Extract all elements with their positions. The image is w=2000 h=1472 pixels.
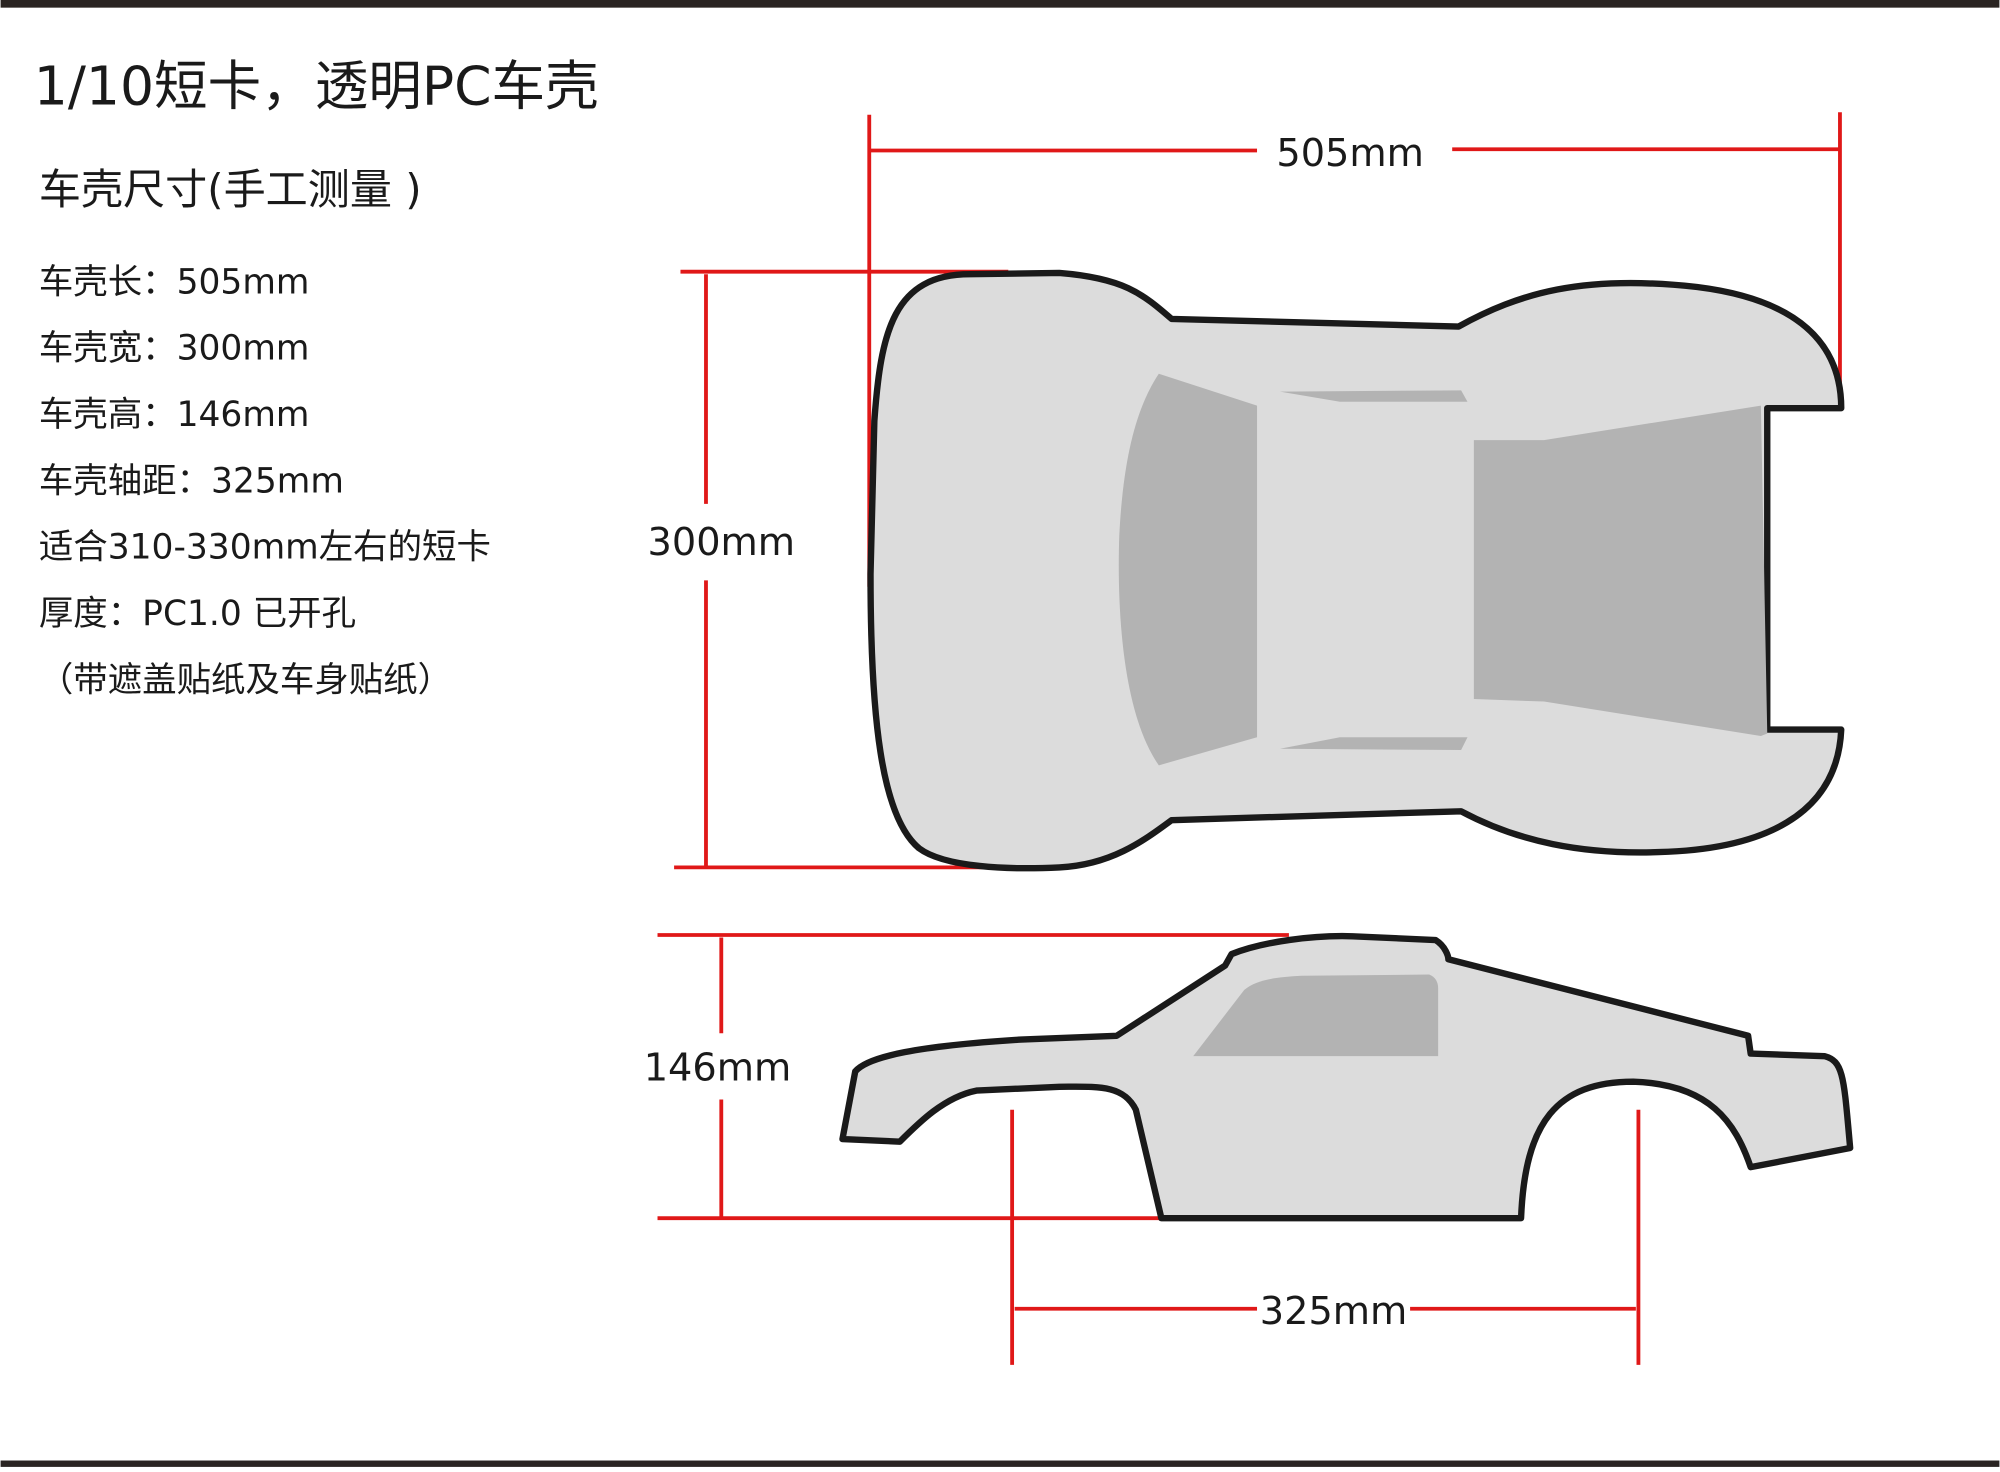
spec-wheelbase: 车壳轴距：325mm [39,461,344,501]
car-side-view [839,932,1854,1222]
wheelbase-label: 325mm [1260,1289,1408,1334]
side-window [1193,974,1439,1057]
spec-length: 车壳长：505mm [39,262,310,302]
rear-bed [1473,405,1768,736]
spec-list: 车壳长：505mm 车壳宽：300mm 车壳高：146mm 车壳轴距：325mm… [39,262,491,700]
height-dimension: 146mm [644,933,1289,1221]
spec-stickers: （带遮盖贴纸及车身贴纸） [39,660,452,700]
bottom-border [0,1460,2000,1467]
width-dimension: 300mm [648,269,1022,870]
top-border [0,0,2000,8]
length-label: 505mm [1276,131,1424,176]
page-title: 1/10短卡，透明PC车壳 [34,55,599,118]
spec-width: 车壳宽：300mm [39,329,310,369]
spec-fit: 适合310-330mm左右的短卡 [39,528,491,568]
car-top-view [867,269,1845,872]
length-dimension: 505mm [867,112,1842,587]
windshield [1118,373,1258,766]
width-label: 300mm [648,520,796,565]
wheelbase-dimension: 325mm [1010,1109,1641,1365]
height-label: 146mm [644,1045,792,1090]
section-subtitle: 车壳尺寸(手工测量 ) [39,165,422,214]
spec-thickness: 厚度：PC1.0 已开孔 [39,594,356,634]
spec-height: 车壳高：146mm [39,395,310,435]
